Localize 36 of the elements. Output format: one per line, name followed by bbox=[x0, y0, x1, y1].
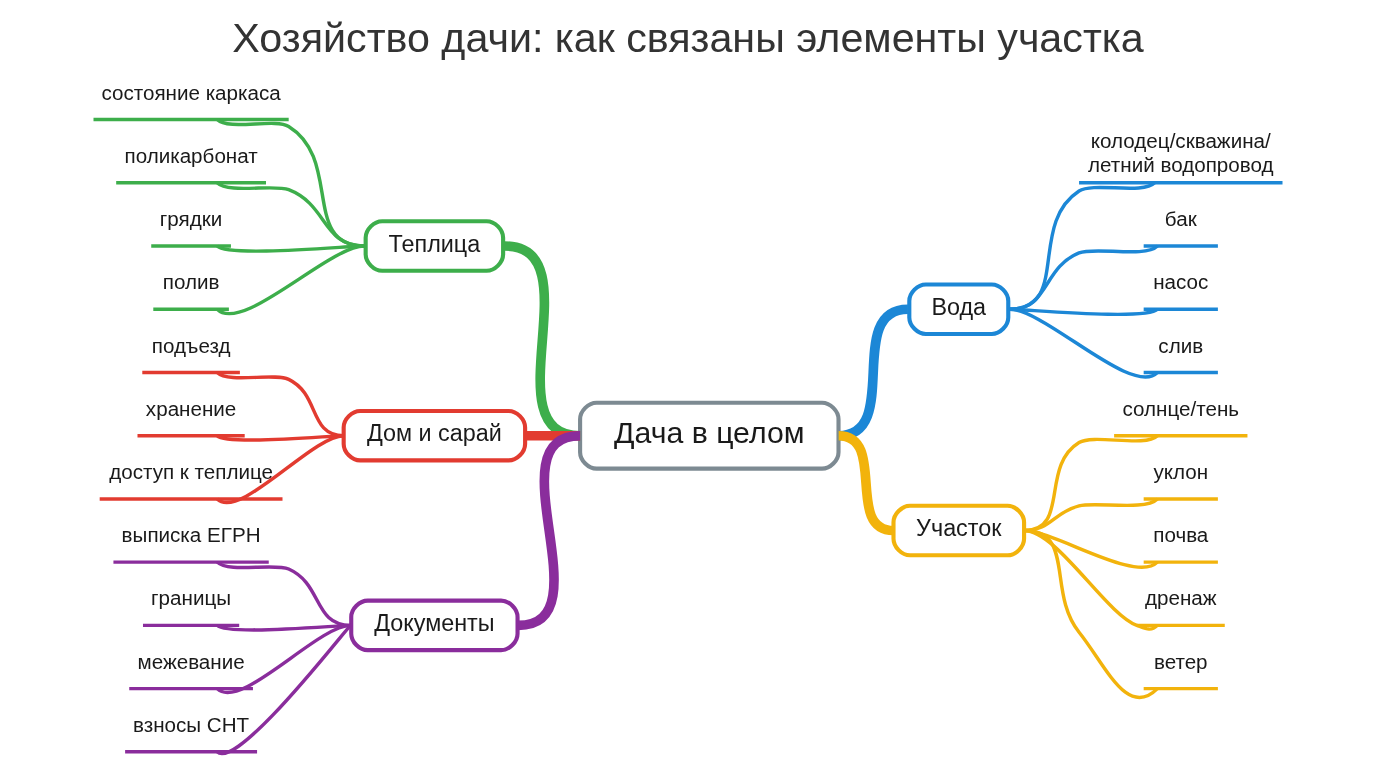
node-text: грядки bbox=[159, 207, 223, 231]
node-text: полив bbox=[162, 270, 220, 294]
node-text: насос bbox=[1153, 270, 1209, 294]
connector bbox=[1009, 307, 1159, 379]
connector bbox=[1023, 528, 1159, 700]
node-text: хранение bbox=[145, 396, 237, 420]
node-text: солнце/тень bbox=[1122, 396, 1240, 420]
node-box: Теплица bbox=[363, 219, 506, 273]
node-text: слив bbox=[1158, 333, 1204, 357]
node-text: взносы СНТ bbox=[132, 712, 250, 736]
node-text: ветер bbox=[1153, 649, 1208, 673]
connector bbox=[837, 430, 895, 536]
node-box: Дом и сарай bbox=[341, 408, 528, 463]
node-text: выписка ЕГРН bbox=[121, 523, 261, 547]
node-text: состояние каркаса bbox=[101, 80, 281, 104]
connector bbox=[216, 434, 344, 504]
node-text: уклон bbox=[1153, 459, 1209, 483]
node-text: доступ к теплице bbox=[109, 459, 273, 483]
connector bbox=[216, 244, 365, 253]
node-text: подъезд bbox=[151, 333, 231, 357]
node-box: Участок bbox=[891, 503, 1027, 558]
diagram-title: Хозяйство дачи: как связаны элементы участка bbox=[232, 15, 1144, 62]
node-box: Дача в целом bbox=[578, 400, 841, 471]
connector bbox=[1009, 244, 1159, 311]
node-text: границы bbox=[151, 586, 232, 610]
node-text: дренаж bbox=[1144, 586, 1217, 610]
node-text: межевание bbox=[137, 649, 245, 673]
node-text: бак bbox=[1164, 207, 1197, 231]
node-text: почва bbox=[1153, 523, 1209, 547]
connector bbox=[216, 623, 351, 694]
node-text: поликарбонат bbox=[124, 143, 258, 167]
node-box: Документы bbox=[349, 598, 520, 653]
node-text: колодец/скважина/ летний водопровод bbox=[1088, 129, 1274, 176]
connector bbox=[216, 624, 352, 755]
connector bbox=[216, 244, 365, 315]
node-box: Вода bbox=[907, 282, 1011, 337]
